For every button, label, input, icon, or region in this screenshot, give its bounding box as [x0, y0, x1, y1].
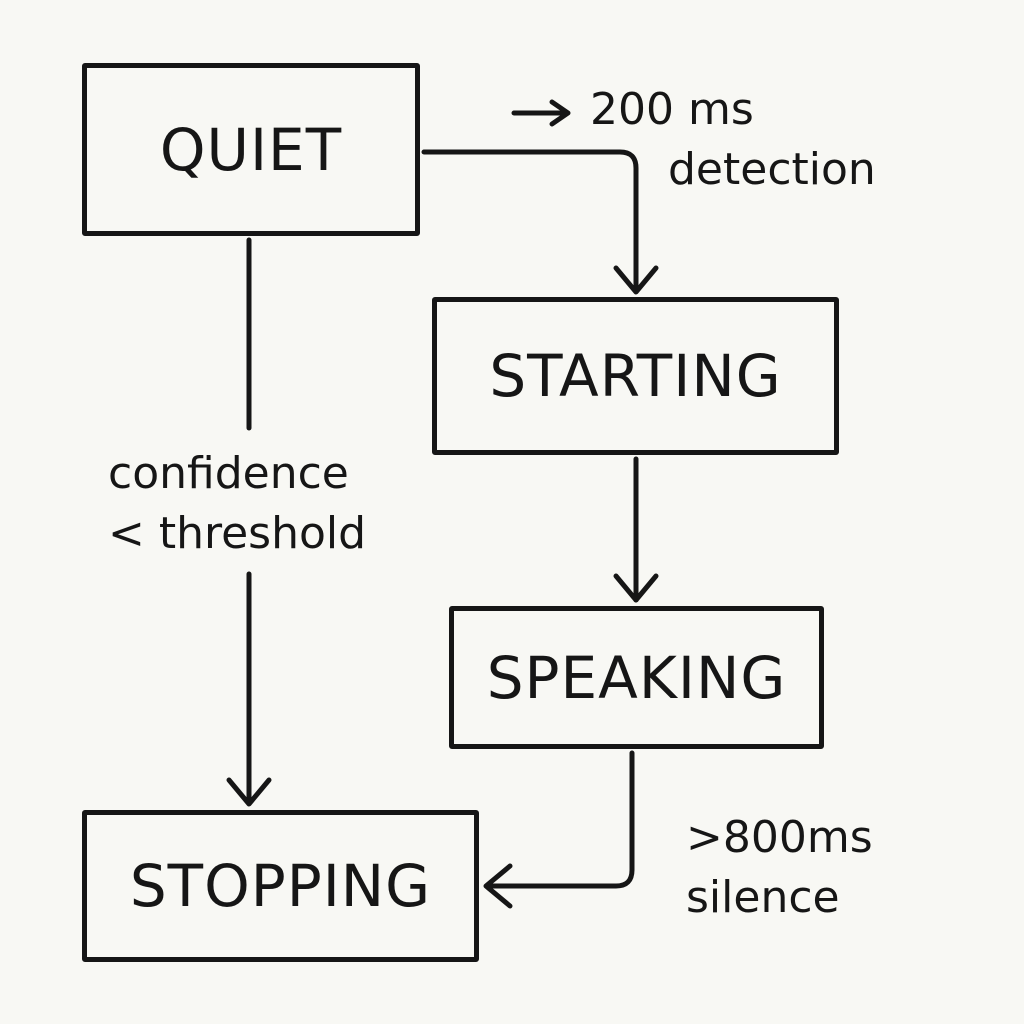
transition-label-silence: >800ms silence	[686, 808, 873, 928]
transition-label-detection-line1: 200 ms	[590, 84, 754, 135]
transition-label-confidence-line1: confidence	[108, 448, 349, 499]
edge-quiet-to-stopping-arrowhead	[226, 777, 272, 807]
transition-label-confidence-line2: < threshold	[108, 508, 367, 559]
edge-speaking-to-stopping-arrowhead	[483, 863, 513, 909]
state-starting: STARTING	[432, 297, 839, 455]
detection-pointer-arrow	[511, 99, 571, 127]
state-quiet-label: QUIET	[159, 115, 343, 184]
transition-label-detection-line2: detection	[668, 144, 876, 195]
state-starting-label: STARTING	[489, 342, 782, 410]
state-quiet: QUIET	[82, 63, 420, 236]
state-speaking: SPEAKING	[449, 606, 824, 749]
transition-label-silence-line2: silence	[686, 872, 840, 923]
transition-label-silence-line1: >800ms	[686, 812, 873, 863]
state-speaking-label: SPEAKING	[486, 643, 787, 712]
transition-label-confidence: confidence < threshold	[108, 444, 366, 564]
edge-quiet-to-starting-arrowhead	[613, 265, 659, 295]
edge-starting-to-speaking-arrowhead	[613, 573, 659, 603]
edge-quiet-to-starting	[421, 149, 639, 294]
state-stopping: STOPPING	[82, 810, 479, 962]
state-stopping-label: STOPPING	[129, 852, 432, 920]
edge-speaking-to-stopping	[484, 750, 635, 889]
transition-label-detection: 200 ms detection	[590, 80, 876, 200]
